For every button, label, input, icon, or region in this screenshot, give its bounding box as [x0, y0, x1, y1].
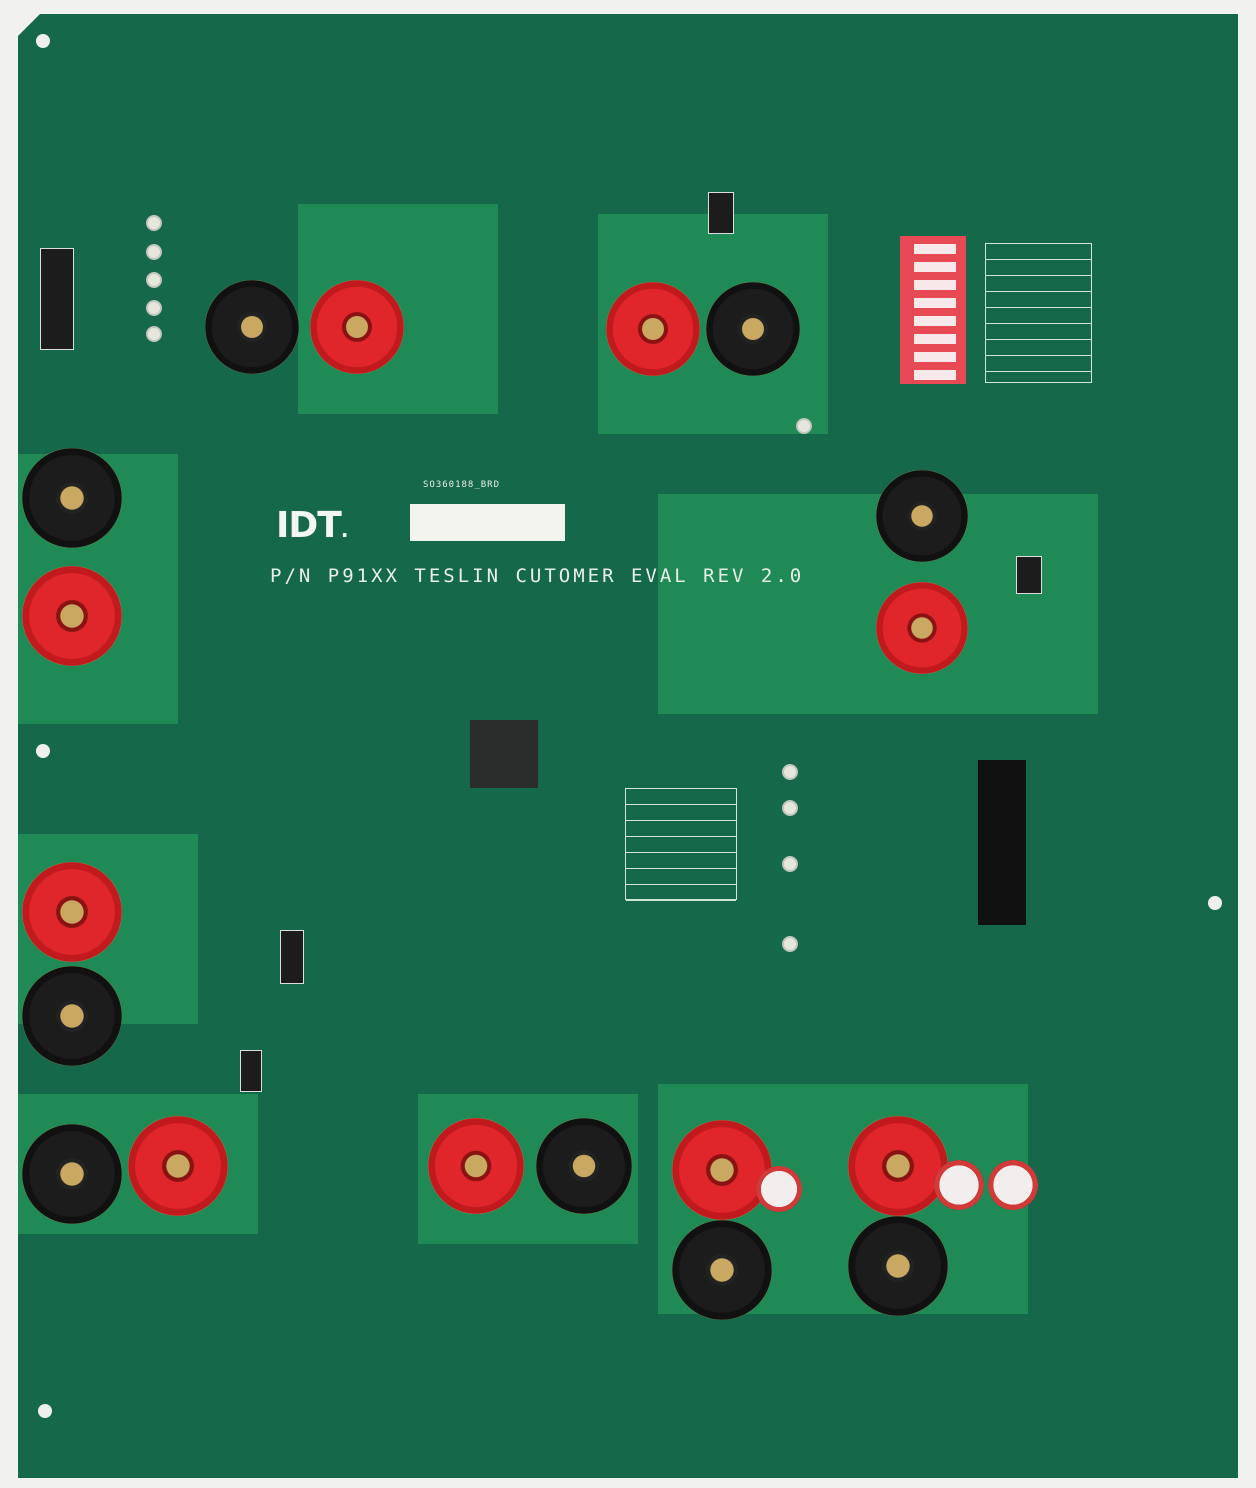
capacitor — [934, 1160, 984, 1210]
binding-post-black[interactable] — [848, 1216, 948, 1316]
binding-post-red[interactable] — [22, 566, 122, 666]
idt-logo: IDT. — [276, 505, 349, 546]
jumper-header[interactable] — [1016, 556, 1042, 594]
capacitor — [988, 1160, 1038, 1210]
binding-post-black[interactable] — [22, 1124, 122, 1224]
test-point[interactable] — [796, 418, 812, 434]
mounting-hole — [38, 1404, 52, 1418]
test-point[interactable] — [146, 272, 162, 288]
pin-table — [625, 788, 737, 901]
mounting-hole — [1208, 896, 1222, 910]
mounting-hole — [36, 744, 50, 758]
config-table — [985, 243, 1092, 383]
test-point[interactable] — [782, 764, 798, 780]
binding-post-red[interactable] — [428, 1118, 524, 1214]
binding-post-red[interactable] — [606, 282, 700, 376]
binding-post-black[interactable] — [706, 282, 800, 376]
jumper-header[interactable] — [280, 930, 304, 984]
binding-post-black[interactable] — [536, 1118, 632, 1214]
jumper-header[interactable] — [240, 1050, 262, 1092]
binding-post-black[interactable] — [876, 470, 968, 562]
binding-post-red[interactable] — [22, 862, 122, 962]
binding-post-red[interactable] — [672, 1120, 772, 1220]
board-id-label: SO360188_BRD — [423, 480, 501, 490]
mounting-hole — [36, 34, 50, 48]
jumper-header[interactable] — [708, 192, 734, 234]
binding-post-black[interactable] — [672, 1220, 772, 1320]
blank-label-area — [410, 504, 565, 541]
capacitor — [756, 1166, 802, 1212]
test-point[interactable] — [146, 215, 162, 231]
test-point[interactable] — [146, 326, 162, 342]
test-point[interactable] — [782, 936, 798, 952]
binding-post-red[interactable] — [128, 1116, 228, 1216]
test-point[interactable] — [146, 244, 162, 260]
binding-post-red[interactable] — [310, 280, 404, 374]
binding-post-red[interactable] — [848, 1116, 948, 1216]
part-number-label: P/N P91XX TESLIN CUTOMER EVAL REV 2.0 — [270, 565, 805, 587]
logo-text: IDT — [276, 505, 342, 546]
test-point[interactable] — [782, 800, 798, 816]
test-point[interactable] — [782, 856, 798, 872]
pin-header[interactable] — [40, 248, 74, 350]
binding-post-black[interactable] — [22, 966, 122, 1066]
test-point[interactable] — [146, 300, 162, 316]
binding-post-black[interactable] — [205, 280, 299, 374]
binding-post-black[interactable] — [22, 448, 122, 548]
binding-post-red[interactable] — [876, 582, 968, 674]
logo-dot: . — [340, 518, 349, 542]
main-ic-chip — [470, 720, 538, 788]
large-connector[interactable] — [978, 760, 1026, 925]
pcb-board — [18, 14, 1238, 1478]
dip-switch[interactable] — [900, 236, 966, 384]
